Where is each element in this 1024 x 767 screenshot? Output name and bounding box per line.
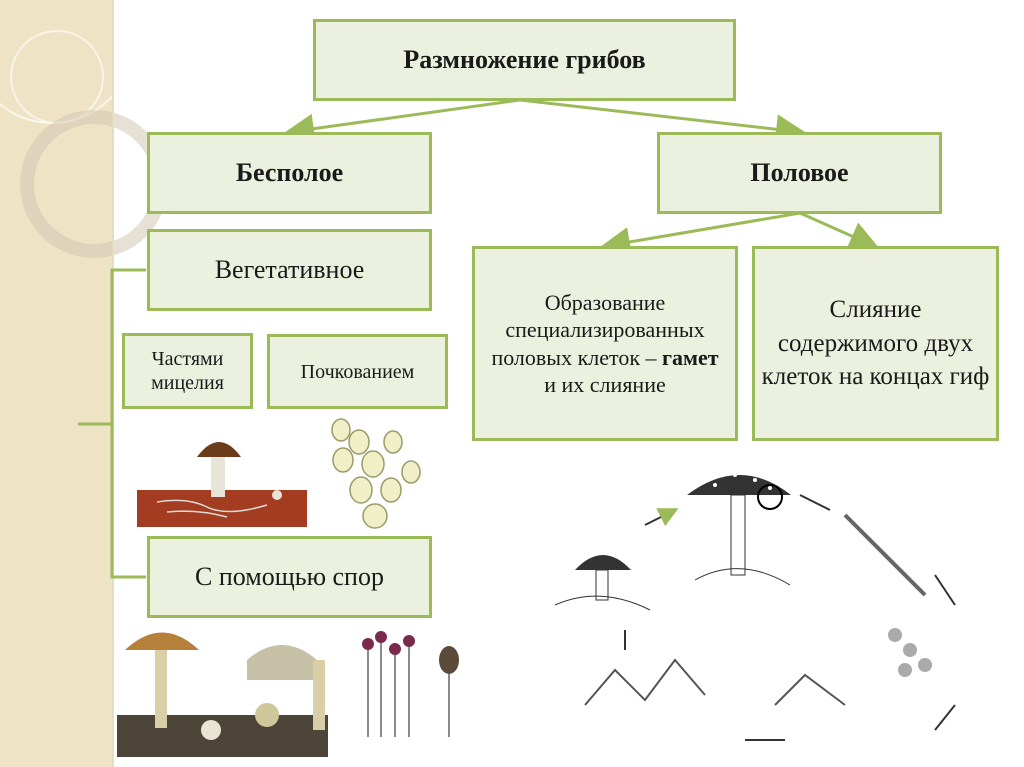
- root-node: Размножение грибов: [313, 19, 736, 101]
- mycelium-mushroom-illustration: [137, 417, 307, 527]
- sporangia-illustration: [353, 622, 466, 749]
- gametes-text: Образование специализированных половых к…: [491, 289, 705, 370]
- asexual-label: Бесполое: [235, 158, 344, 187]
- vegetative-label: Вегетативное: [214, 255, 365, 284]
- arrow-sexual-to-gametes: [600, 211, 801, 257]
- life-cycle-image: [554, 473, 956, 741]
- arrow-sexual-to-fusion: [799, 211, 880, 250]
- mycelium-node: Частями мицелия: [122, 333, 253, 409]
- gametes-bold: гамет: [662, 344, 719, 370]
- fusion-node: Слияние содержимого двух клеток на конца…: [752, 246, 999, 441]
- arrow-root-to-asexual: [284, 98, 521, 144]
- root-label: Размножение грибов: [403, 45, 646, 74]
- gametes-end: и их слияние: [544, 372, 666, 397]
- arrow-root-to-sexual: [519, 98, 806, 145]
- gametes-node: Образование специализированных половых к…: [472, 246, 738, 441]
- life-cycle-illustration: [545, 455, 1005, 752]
- mushroom-mycelium-image: [137, 442, 307, 527]
- vegetative-node: Вегетативное: [147, 229, 432, 311]
- spores-label: С помощью спор: [195, 562, 384, 591]
- fusion-label: Слияние содержимого двух клеток на конца…: [761, 295, 990, 391]
- yeast-budding-image: [331, 418, 421, 529]
- asexual-node: Бесполое: [147, 132, 432, 214]
- mycelium-label: Частями мицелия: [151, 348, 224, 394]
- budding-illustration: [323, 412, 431, 532]
- budding-label: Почкованием: [300, 360, 415, 383]
- spore-mushroom-illustration: [117, 620, 328, 757]
- spores-node: С помощью спор: [147, 536, 432, 618]
- sporangia-image: [362, 631, 459, 737]
- decorative-side-panel: [0, 0, 168, 767]
- sexual-label: Половое: [750, 158, 849, 187]
- sexual-node: Половое: [657, 132, 942, 214]
- budding-node: Почкованием: [267, 334, 448, 409]
- spore-mushroom-image: [117, 632, 328, 757]
